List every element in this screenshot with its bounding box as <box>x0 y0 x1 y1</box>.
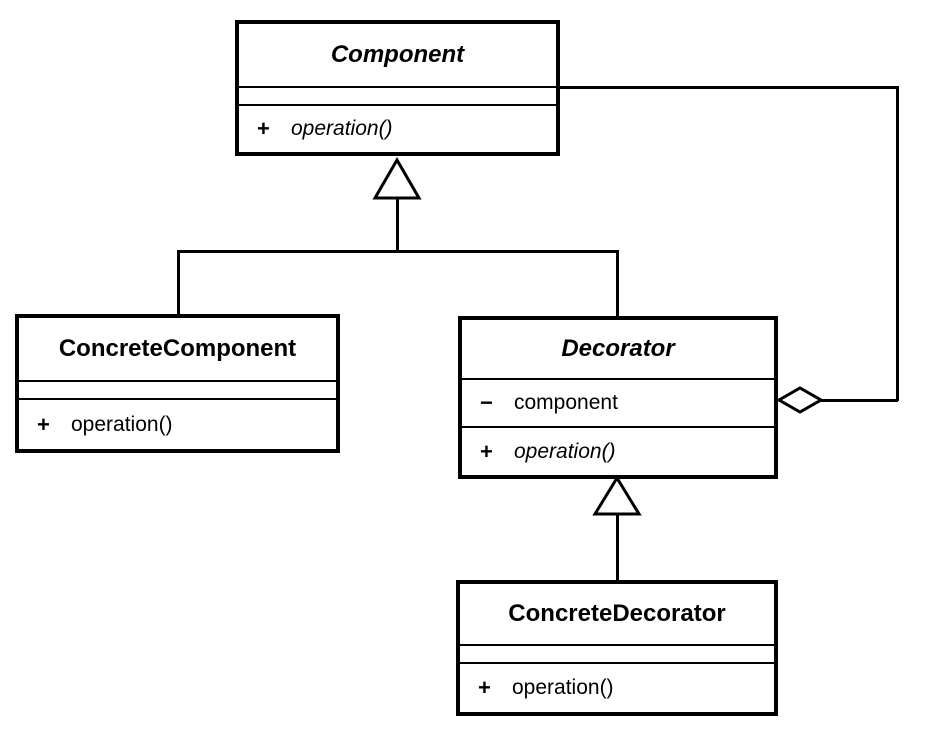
generalization-junction-bar <box>177 250 619 253</box>
visibility-marker: + <box>257 116 270 141</box>
operation-label: operation() <box>514 439 616 463</box>
generalization-branch-concretecomponent <box>177 250 180 316</box>
attributes-compartment-concretecomponent <box>19 380 336 398</box>
operation-label: operation() <box>512 676 614 699</box>
operation-label: operation() <box>71 412 173 436</box>
class-box-component[interactable]: Component + operation() <box>235 20 560 156</box>
operation-row: + operation() <box>460 675 774 701</box>
attributes-compartment-concretedecorator <box>460 644 774 662</box>
class-name-component: Component <box>239 24 556 86</box>
operations-compartment-concretedecorator: + operation() <box>460 662 774 712</box>
generalization-stem-decorator <box>616 512 619 582</box>
operation-row: + operation() <box>462 439 774 465</box>
operation-row: + operation() <box>239 116 556 142</box>
attribute-row: − component <box>462 390 774 416</box>
attribute-label: component <box>514 391 618 414</box>
visibility-marker: + <box>478 675 491 700</box>
class-box-concretecomponent[interactable]: ConcreteComponent + operation() <box>15 314 340 453</box>
aggregation-segment-top <box>558 86 899 89</box>
operations-compartment-component: + operation() <box>239 104 556 152</box>
operation-row: + operation() <box>19 412 336 438</box>
operations-compartment-concretecomponent: + operation() <box>19 398 336 449</box>
operations-compartment-decorator: + operation() <box>462 426 774 475</box>
operation-label: operation() <box>291 117 393 140</box>
class-name-concretedecorator: ConcreteDecorator <box>460 584 774 644</box>
hollow-triangle-icon-decorator <box>592 475 642 516</box>
generalization-branch-decorator <box>616 250 619 318</box>
aggregation-segment-bottom <box>820 399 898 402</box>
attributes-compartment-component <box>239 86 556 104</box>
class-box-concretedecorator[interactable]: ConcreteDecorator + operation() <box>456 580 778 716</box>
attributes-compartment-decorator: − component <box>462 378 774 426</box>
generalization-stem-component <box>396 196 399 252</box>
visibility-marker: + <box>37 411 50 437</box>
aggregation-segment-right <box>896 86 899 401</box>
class-name-concretecomponent: ConcreteComponent <box>19 318 336 380</box>
class-name-decorator: Decorator <box>462 320 774 378</box>
visibility-marker: − <box>480 390 493 415</box>
class-box-decorator[interactable]: Decorator − component + operation() <box>458 316 778 479</box>
hollow-triangle-icon-component <box>372 157 422 200</box>
hollow-diamond-icon-aggregation <box>775 386 825 414</box>
visibility-marker: + <box>480 438 493 464</box>
